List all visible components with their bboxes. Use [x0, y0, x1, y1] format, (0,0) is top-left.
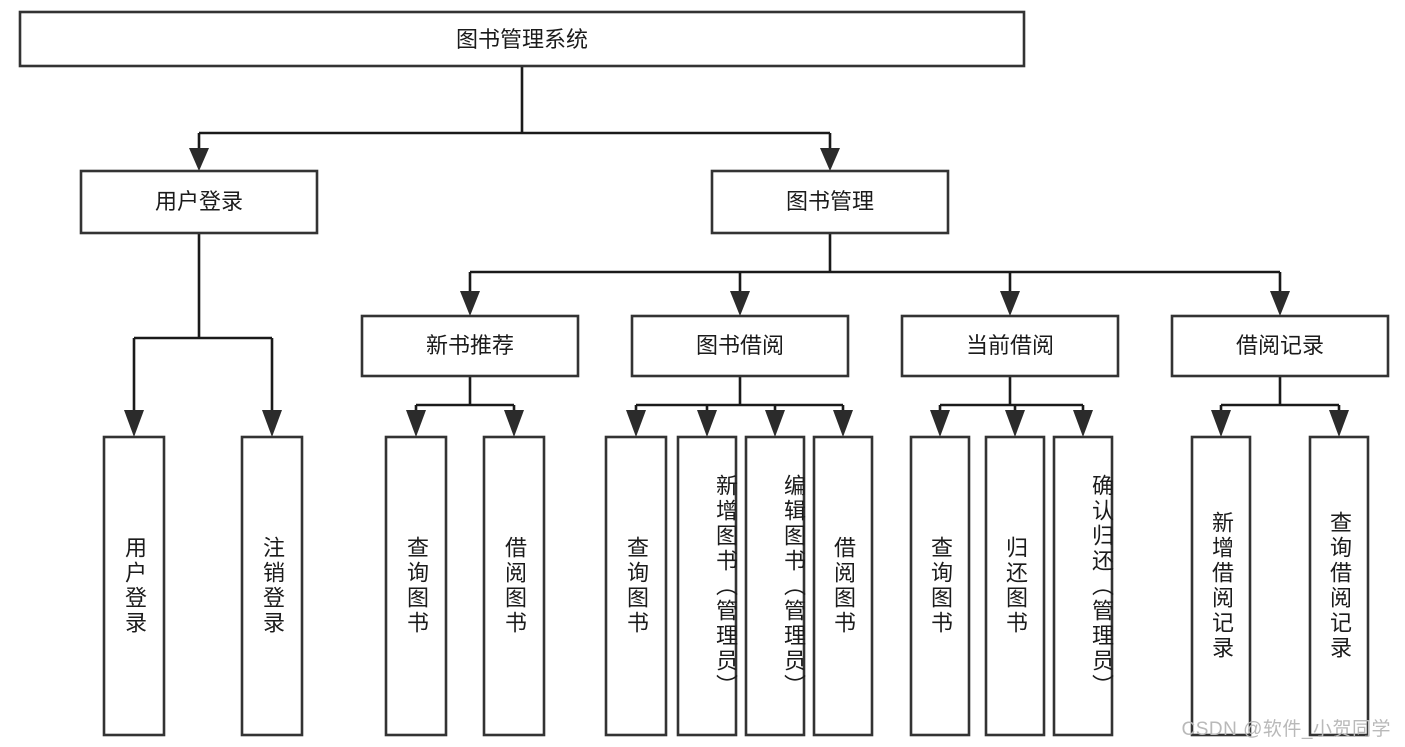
arrow-icon-query-book-borrow	[626, 410, 646, 437]
arrow-icon-leaf-user-login	[124, 410, 144, 437]
node-box-leaf-borrow-book[interactable]	[812, 435, 874, 737]
node-box-leaf-query-borrow-record[interactable]	[1308, 435, 1370, 737]
node-box-borrow-records[interactable]	[1170, 314, 1390, 378]
arrow-icon-borrow-records	[1270, 291, 1290, 316]
arrow-icon-user-login	[189, 148, 209, 171]
arrow-icon-leaf-user-logout	[262, 410, 282, 437]
arrow-icon-book-borrow	[730, 291, 750, 316]
arrow-icon-book-management	[820, 148, 840, 171]
arrow-icon-add-borrow-record	[1211, 410, 1231, 437]
node-box-leaf-add-borrow-record[interactable]	[1190, 435, 1252, 737]
node-box-leaf-edit-book-admin[interactable]	[744, 435, 806, 737]
connector-bookborrow-to-leaves	[626, 376, 853, 437]
node-box-leaf-user-login[interactable]	[102, 435, 166, 737]
watermark-text: CSDN @软件_小贺同学	[1181, 719, 1391, 740]
arrow-icon-query-borrow-record	[1329, 410, 1349, 437]
node-boxes	[18, 10, 1390, 737]
connector-bookmgmt-to-level2	[460, 233, 1290, 316]
node-box-book-borrow[interactable]	[630, 314, 850, 378]
node-box-book-management[interactable]	[710, 169, 950, 235]
label-root: 图书管理系统	[456, 27, 588, 52]
connector-currentborrow-to-leaves	[930, 376, 1093, 437]
arrow-icon-new-book	[460, 291, 480, 316]
node-box-current-borrow[interactable]	[900, 314, 1120, 378]
node-box-leaf-add-book-admin[interactable]	[676, 435, 738, 737]
label-new-book-recommend: 新书推荐	[426, 333, 514, 358]
node-box-leaf-query-book-new[interactable]	[384, 435, 448, 737]
node-box-user-login[interactable]	[79, 169, 319, 235]
node-box-leaf-return-book[interactable]	[984, 435, 1046, 737]
node-labels-horizontal: 图书管理系统 用户登录 图书管理 新书推荐 图书借阅 当前借阅 借阅记录	[155, 27, 1324, 358]
arrow-icon-return-book	[1005, 410, 1025, 437]
arrow-icon-current-borrow	[1000, 291, 1020, 316]
label-book-borrow: 图书借阅	[696, 333, 784, 358]
node-box-new-book-recommend[interactable]	[360, 314, 580, 378]
connector-root-to-level1	[189, 66, 840, 171]
connector-borrowrecords-to-leaves	[1211, 376, 1349, 437]
label-user-login: 用户登录	[155, 189, 243, 214]
node-box-leaf-user-logout[interactable]	[240, 435, 304, 737]
node-box-root[interactable]	[18, 10, 1026, 68]
arrow-icon-edit-book-admin	[765, 410, 785, 437]
connector-userlogin-to-leaves	[124, 233, 282, 437]
node-box-leaf-confirm-return-admin[interactable]	[1052, 435, 1114, 737]
arrow-icon-borrow-book-new	[504, 410, 524, 437]
label-book-management: 图书管理	[786, 189, 874, 214]
node-box-leaf-borrow-book-new[interactable]	[482, 435, 546, 737]
arrow-icon-query-book-current	[930, 410, 950, 437]
label-borrow-records: 借阅记录	[1236, 333, 1324, 358]
node-box-leaf-query-book-borrow[interactable]	[604, 435, 668, 737]
node-box-leaf-query-book-current[interactable]	[909, 435, 971, 737]
arrow-icon-confirm-return-admin	[1073, 410, 1093, 437]
arrow-icon-borrow-book	[833, 410, 853, 437]
arrow-icon-query-book-new	[406, 410, 426, 437]
label-current-borrow: 当前借阅	[966, 333, 1054, 358]
arrow-icon-add-book-admin	[697, 410, 717, 437]
connector-newbook-to-leaves	[406, 376, 524, 437]
